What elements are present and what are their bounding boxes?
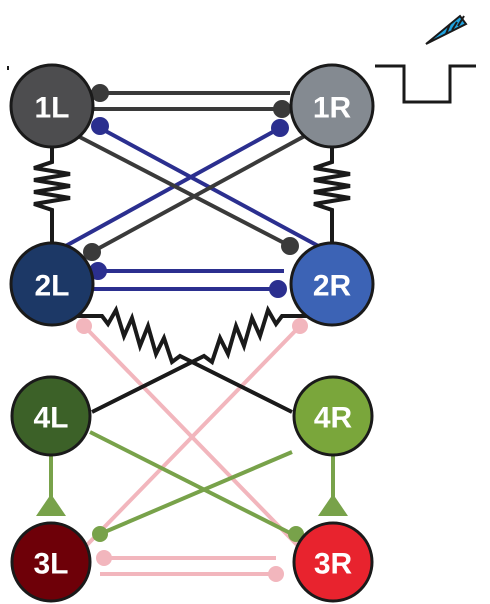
pink-synapses xyxy=(76,318,308,582)
blue-terminal-2R xyxy=(269,280,287,298)
neuron-3L-label: 3L xyxy=(33,548,68,581)
resistor-2R-4L xyxy=(91,304,308,414)
neuron-4L-label: 4L xyxy=(33,402,68,435)
gray-synapses xyxy=(69,84,313,261)
green-synapses xyxy=(36,430,348,542)
blue-terminal-1L xyxy=(91,117,109,135)
pink-terminal-2R xyxy=(292,318,308,334)
current-pulse-icon xyxy=(375,64,476,104)
electrode-pipette-icon xyxy=(425,14,468,45)
neuron-2R: 2R xyxy=(289,241,375,327)
neuron-4R: 4R xyxy=(292,375,374,457)
neuron-2L-label: 2L xyxy=(34,270,69,303)
gray-terminal-2R xyxy=(281,237,299,255)
resistor-1L-2L xyxy=(33,146,71,246)
vertical-resistors xyxy=(33,146,351,246)
blue-terminal-1R xyxy=(271,119,289,137)
pink-terminal-3R xyxy=(268,566,284,582)
green-arrow-3R xyxy=(318,494,348,516)
green-terminal-3R xyxy=(288,526,304,542)
electrical-coupling-2-4 xyxy=(76,304,308,414)
neuron-4R-label: 4R xyxy=(314,402,353,435)
neuron-2L: 2L xyxy=(9,241,95,327)
neuron-3R-label: 3R xyxy=(314,548,353,581)
green-terminal-3L xyxy=(92,526,108,542)
gray-terminal-1L xyxy=(91,84,109,102)
pink-synapse-3L-2R xyxy=(82,324,302,550)
neuron-1R: 1R xyxy=(289,63,375,149)
resistor-1R-2R xyxy=(313,146,351,246)
gray-synapse-1L-2R xyxy=(69,130,291,248)
gray-synapse-1R-2L xyxy=(91,130,313,254)
gray-terminal-1R xyxy=(273,100,291,118)
neuron-4L: 4L xyxy=(10,375,92,457)
green-synapse-4R-3L xyxy=(99,450,293,536)
neuron-2R-label: 2R xyxy=(313,270,352,303)
green-arrow-3L xyxy=(36,494,66,516)
gray-terminal-2L xyxy=(83,243,101,261)
green-synapse-4L-3R xyxy=(89,430,297,538)
blue-synapse-1R-2L xyxy=(61,126,281,250)
pink-terminal-3L xyxy=(96,550,112,566)
neuron-1R-label: 1R xyxy=(313,92,352,125)
neuron-3L: 3L xyxy=(10,521,92,603)
neuron-1L-label: 1L xyxy=(34,92,69,125)
neuron-1L: 1L xyxy=(9,63,95,149)
neuron-3R: 3R xyxy=(292,521,374,603)
blue-synapses xyxy=(61,117,323,298)
pink-terminal-2L xyxy=(76,318,92,334)
resistor-2L-4R xyxy=(76,304,293,414)
